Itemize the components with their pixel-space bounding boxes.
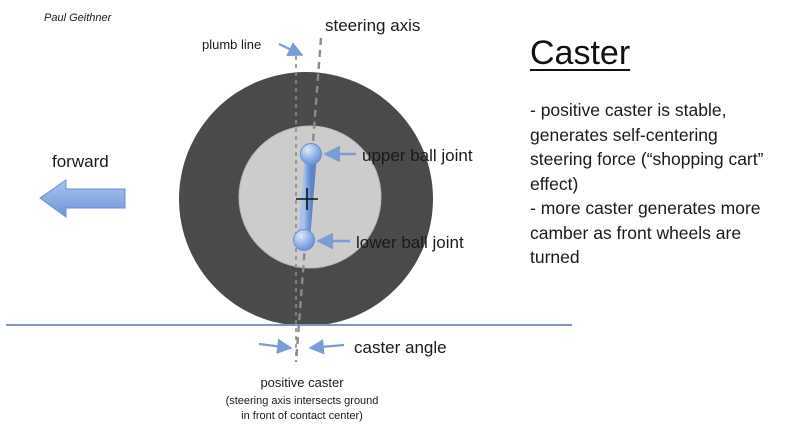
lower-ball-joint [293, 229, 315, 251]
slide-title: Caster [530, 34, 631, 72]
wheel-center-crosshair [296, 188, 318, 210]
plumb-line-pointer [278, 42, 304, 56]
bullet-item: - more caster generates more camber as f… [530, 196, 795, 270]
bullet-list: - positive caster is stable, generates s… [530, 98, 795, 270]
bullet-line: - more caster generates more [530, 198, 761, 218]
plumb-line-label: plumb line [202, 37, 261, 52]
steering-axis-label: steering axis [325, 16, 420, 35]
bullet-line: effect) [530, 173, 579, 194]
caption-line-1: (steering axis intersects ground [226, 395, 379, 407]
positive-caster-label: positive caster [260, 375, 344, 390]
forward-arrow [39, 179, 126, 218]
caster-angle-pointer-right [308, 339, 345, 355]
forward-label: forward [52, 152, 109, 171]
lower-ball-joint-label: lower ball joint [356, 233, 464, 252]
bullet-line: generates self-centering [530, 124, 718, 145]
upper-ball-joint [300, 143, 322, 165]
bullet-item: - positive caster is stable, generates s… [530, 98, 795, 196]
caster-angle-label: caster angle [354, 338, 447, 357]
upper-ball-joint-label: upper ball joint [362, 146, 473, 165]
caster-angle-pointer-left [258, 338, 293, 354]
bullet-line: turned [530, 247, 580, 267]
caption-line-2: in front of contact center) [241, 410, 363, 422]
bullet-line: - positive caster is stable, [530, 100, 727, 120]
bullet-line: steering force (“shopping cart” [530, 149, 764, 169]
bullet-line: camber as front wheels are [530, 222, 742, 243]
author-credit: Paul Geithner [44, 12, 113, 24]
